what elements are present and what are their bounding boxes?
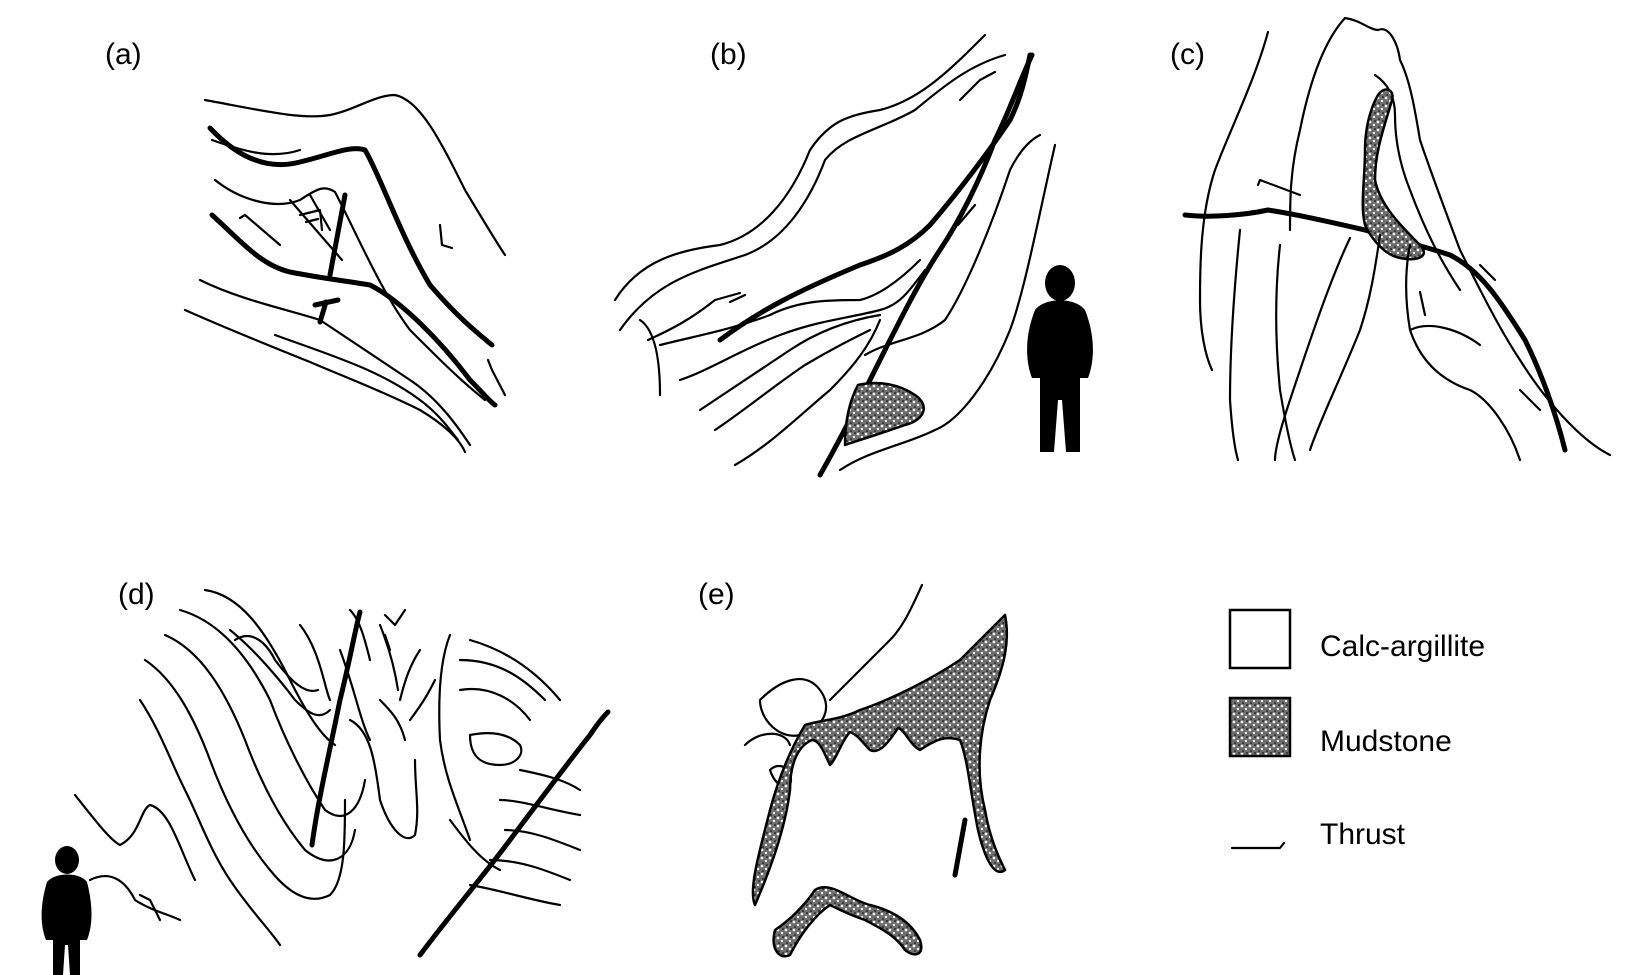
panel-e-sketch — [743, 583, 1009, 958]
legend-label-thrust: Thrust — [1320, 818, 1406, 851]
legend-swatch-calc-argillite — [1228, 608, 1292, 670]
panel-label-a: (a) — [105, 38, 142, 71]
legend-label-mudstone: Mudstone — [1320, 725, 1452, 758]
panel-label-b: (b) — [710, 38, 747, 71]
panel-c-sketch — [1182, 16, 1612, 462]
panel-d-sketch — [73, 588, 611, 958]
legend-label-calc-argillite: Calc-argillite — [1320, 630, 1486, 663]
legend-swatch-mudstone — [1228, 696, 1292, 758]
person-silhouette-b — [1027, 265, 1093, 452]
legend-swatch-thrust — [1230, 841, 1286, 850]
panel-label-e: (e) — [698, 578, 735, 611]
panel-label-d: (d) — [118, 578, 155, 611]
person-silhouette-d — [41, 846, 92, 975]
panel-b-sketch — [613, 33, 1057, 478]
legend — [1228, 608, 1292, 850]
panel-a-sketch — [183, 93, 507, 454]
panel-label-c: (c) — [1170, 38, 1205, 71]
